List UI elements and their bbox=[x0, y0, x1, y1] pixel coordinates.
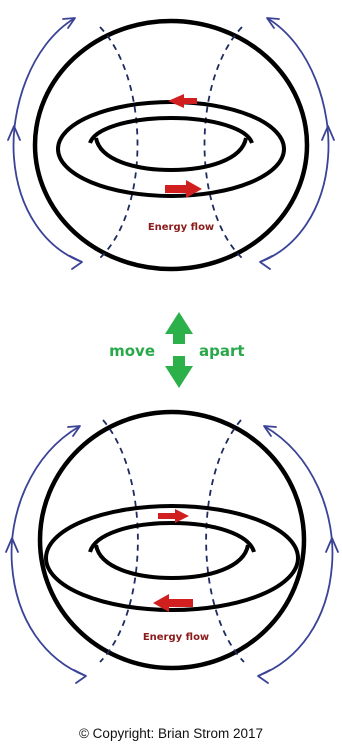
top-outer-sphere bbox=[32, 18, 310, 272]
top-field-arrowhead-left-mid bbox=[7, 125, 21, 141]
bottom-field-arrowhead-right-top bbox=[263, 425, 277, 437]
top-dashed-line-right bbox=[203, 26, 243, 259]
top-field-arrowhead-left-top bbox=[62, 17, 76, 29]
top-field-arrowhead-left-bottom bbox=[69, 255, 83, 270]
bottom-energy-flow-label: Energy flow bbox=[143, 632, 209, 643]
bottom-energy-arrow-back bbox=[158, 509, 189, 523]
top-torus-group: Energy flow bbox=[7, 17, 335, 272]
bottom-energy-arrow-front bbox=[153, 594, 193, 612]
move-arrow-down-icon bbox=[165, 356, 193, 388]
top-energy-arrow-front bbox=[165, 180, 202, 198]
bottom-torus-hole-upper bbox=[88, 520, 256, 553]
bottom-torus-hole-lower bbox=[94, 544, 250, 581]
bottom-torus-outer bbox=[44, 504, 300, 612]
top-energy-arrow-back bbox=[168, 94, 197, 108]
bottom-dashed-line-left bbox=[99, 419, 139, 663]
bottom-field-loop-right bbox=[257, 425, 334, 677]
bottom-field-arrowhead-left-bottom bbox=[73, 669, 87, 684]
bottom-torus-group: Energy flow bbox=[5, 409, 339, 684]
bottom-field-arrowhead-left-top bbox=[67, 425, 81, 437]
move-arrow-up-icon bbox=[165, 312, 193, 344]
top-field-arrowhead-right-top bbox=[266, 17, 280, 29]
top-field-arrowhead-right-mid bbox=[321, 125, 335, 141]
bottom-field-arrowhead-left-mid bbox=[5, 537, 19, 553]
bottom-dashed-line-right bbox=[205, 419, 245, 663]
top-energy-flow-label: Energy flow bbox=[148, 222, 214, 233]
move-label: move bbox=[109, 342, 155, 360]
top-field-arrowhead-right-bottom bbox=[259, 255, 273, 270]
bottom-field-loop-left bbox=[10, 425, 87, 677]
bottom-field-arrowhead-right-mid bbox=[325, 537, 339, 553]
move-apart-group: move apart bbox=[109, 312, 245, 388]
top-torus-hole-upper bbox=[88, 115, 254, 144]
top-field-loop-left bbox=[12, 17, 83, 263]
apart-label: apart bbox=[199, 342, 245, 360]
top-field-loop-right bbox=[259, 17, 330, 263]
copyright-text: © Copyright: Brian Strom 2017 bbox=[79, 726, 263, 741]
bottom-outer-sphere bbox=[37, 409, 307, 671]
top-torus-hole-lower bbox=[94, 137, 248, 173]
bottom-field-arrowhead-right-bottom bbox=[257, 669, 271, 684]
top-dashed-line-left bbox=[99, 26, 139, 259]
